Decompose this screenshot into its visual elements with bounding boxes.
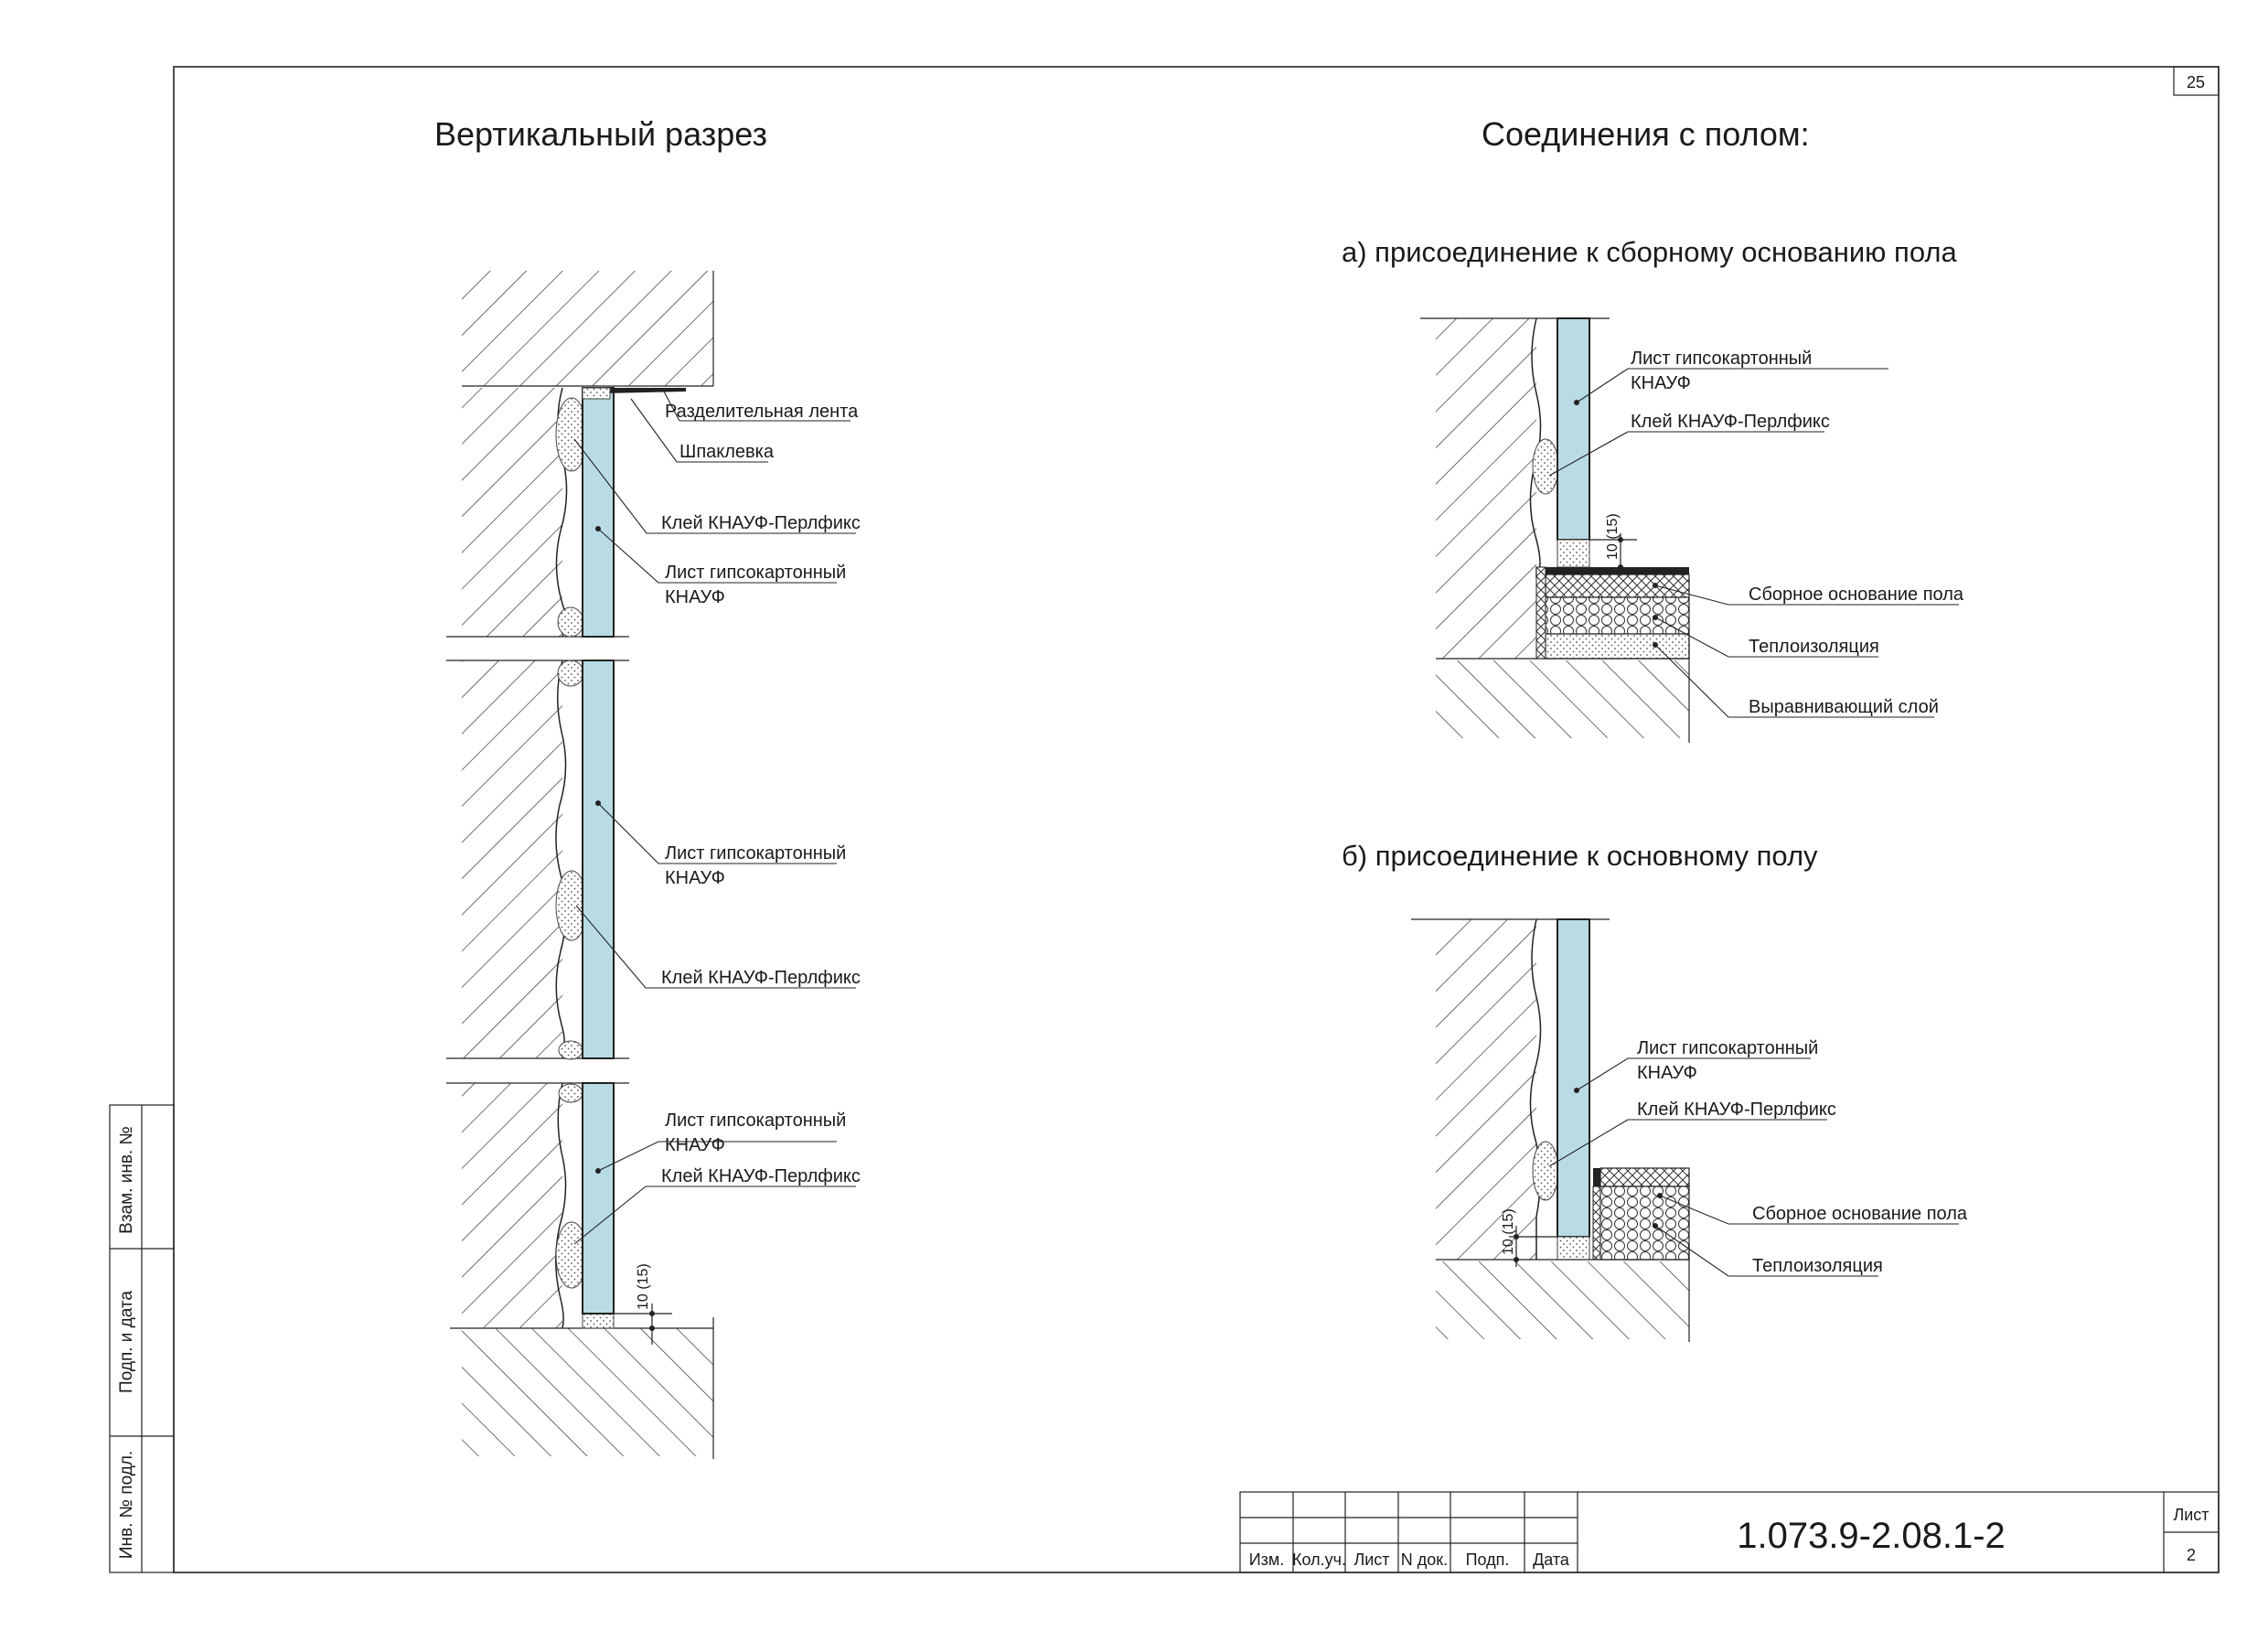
title-floor-joints: Соединения с полом: [1482, 115, 1810, 153]
label-glue-2: Клей КНАУФ-Перлфикс [661, 968, 861, 988]
label-a-glue: Клей КНАУФ-Перлфикс [1631, 412, 1830, 432]
label-board-3-line1: Лист гипсокартонный [665, 1111, 846, 1131]
heading-detail-a: а) присоединение к сборному основанию по… [1342, 236, 1957, 268]
detail-b-drawing: 10 (15) [1411, 918, 1959, 1342]
label-putty: Шпаклевка [679, 442, 775, 462]
label-board-2-line1: Лист гипсокартонный [665, 843, 846, 864]
label-a-floor-base: Сборное основание пола [1749, 585, 1964, 605]
side-stamp: Взам. инв. № Подп. и дата Инв. № подл. [109, 1104, 175, 1573]
title-block-column-header: Лист [1353, 1551, 1389, 1569]
document-code: 1.073.9-2.08.1-2 [1737, 1516, 2006, 1556]
title-block-column-header: N док. [1401, 1551, 1448, 1569]
label-separating-tape: Разделительная лента [665, 402, 859, 422]
sheet-label: Лист [2173, 1506, 2209, 1524]
title-block-columns: Изм. Кол.уч. Лист N док. Подп. Дата [1249, 1551, 1570, 1569]
side-stamp-replace-inv: Взам. инв. № [117, 1126, 136, 1234]
dim-detail-a: 10 (15) [1605, 513, 1621, 560]
sheet-number: 2 [2187, 1546, 2196, 1564]
side-stamp-sign-date: Подп. и дата [117, 1291, 136, 1393]
title-block [1239, 1491, 2220, 1573]
label-b-insulation: Теплоизоляция [1752, 1256, 1883, 1276]
label-b-board-line1: Лист гипсокартонный [1637, 1038, 1818, 1058]
label-b-glue: Клей КНАУФ-Перлфикс [1637, 1100, 1836, 1120]
sheet-frame: 25 [173, 66, 2220, 1573]
label-a-leveling: Выравнивающий слой [1749, 697, 1939, 717]
vertical-section-drawing: 10 (15) [446, 271, 856, 1459]
title-block-column-header: Подп. [1466, 1551, 1510, 1569]
label-glue-3: Клей КНАУФ-Перлфикс [661, 1166, 861, 1186]
title-block-column-header: Кол.уч. [1292, 1551, 1346, 1569]
label-board-3-line2: КНАУФ [665, 1135, 725, 1155]
label-board-2-line2: КНАУФ [665, 868, 725, 888]
page-number-top: 25 [2187, 73, 2205, 91]
dim-vertical-section: 10 (15) [636, 1263, 651, 1310]
label-b-floor-base: Сборное основание пола [1752, 1204, 1968, 1224]
title-block-column-header: Изм. [1249, 1551, 1285, 1569]
title-block-column-header: Дата [1533, 1551, 1570, 1569]
label-board-1-line1: Лист гипсокартонный [665, 563, 846, 583]
label-a-board-line1: Лист гипсокартонный [1631, 349, 1812, 369]
heading-detail-b: б) присоединение к основному полу [1342, 840, 1818, 872]
label-b-board-line2: КНАУФ [1637, 1063, 1697, 1083]
detail-a-drawing: 10 (15) [1420, 317, 1959, 743]
title-vertical-section: Вертикальный разрез [434, 115, 767, 153]
dim-detail-b: 10 (15) [1501, 1208, 1516, 1255]
side-stamp-orig-inv: Инв. № подл. [117, 1451, 136, 1559]
label-a-board-line2: КНАУФ [1631, 373, 1691, 393]
label-glue-1: Клей КНАУФ-Перлфикс [661, 513, 861, 533]
label-board-1-line2: КНАУФ [665, 587, 725, 607]
label-a-insulation: Теплоизоляция [1749, 637, 1879, 657]
